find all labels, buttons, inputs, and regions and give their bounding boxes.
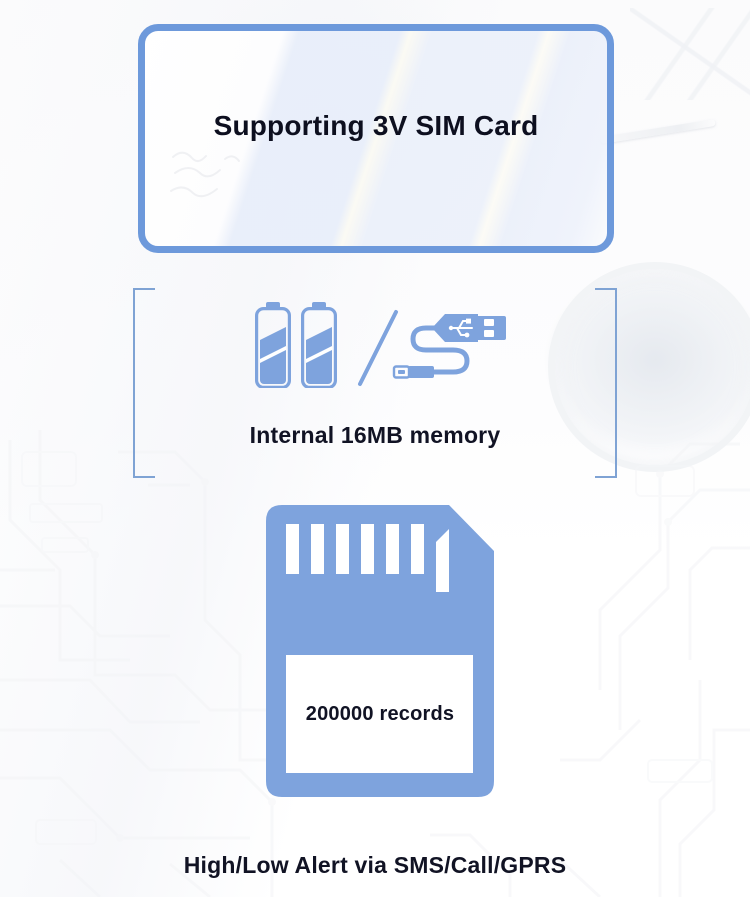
battery-icon [301, 302, 337, 388]
sim-panel-title: Supporting 3V SIM Card [213, 109, 539, 141]
bracket-left-top-arm [133, 288, 155, 290]
pen-blur [600, 118, 716, 145]
usb-cable-icon [392, 314, 506, 379]
keyboard-keys-blur [630, 8, 750, 100]
slash-divider-icon [358, 310, 398, 386]
sim-card-panel: Supporting 3V SIM Card [138, 24, 614, 253]
battery-icon [255, 302, 291, 388]
sd-card-label-area [286, 655, 473, 773]
bottom-caption: High/Low Alert via SMS/Call/GPRS [183, 852, 567, 878]
memory-caption: Internal 16MB memory [249, 422, 501, 448]
sd-card-icon [266, 505, 494, 797]
usb-trident-icon [448, 318, 473, 338]
bracket-right-top-arm [595, 288, 617, 290]
circuit-board-pattern [0, 430, 750, 897]
handwriting-blur [170, 151, 240, 198]
memory-icon-group [255, 302, 506, 388]
sd-card-contacts [286, 524, 449, 592]
